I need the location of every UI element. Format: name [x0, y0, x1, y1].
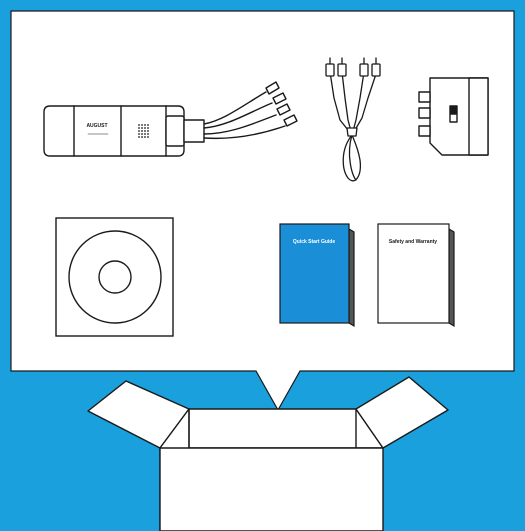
- quick-start-guide-title: Quick Start Guide: [293, 239, 335, 245]
- safety-warranty-title: Safety and Warranty: [389, 239, 437, 245]
- usb-brand-text: AUGUST: [86, 123, 107, 129]
- open-box-icon: [88, 377, 448, 531]
- quick-start-guide-booklet: Quick Start Guide: [280, 224, 354, 326]
- safety-warranty-booklet: Safety and Warranty: [378, 224, 454, 326]
- cd-icon: [56, 218, 173, 336]
- contents-panel: [11, 11, 514, 410]
